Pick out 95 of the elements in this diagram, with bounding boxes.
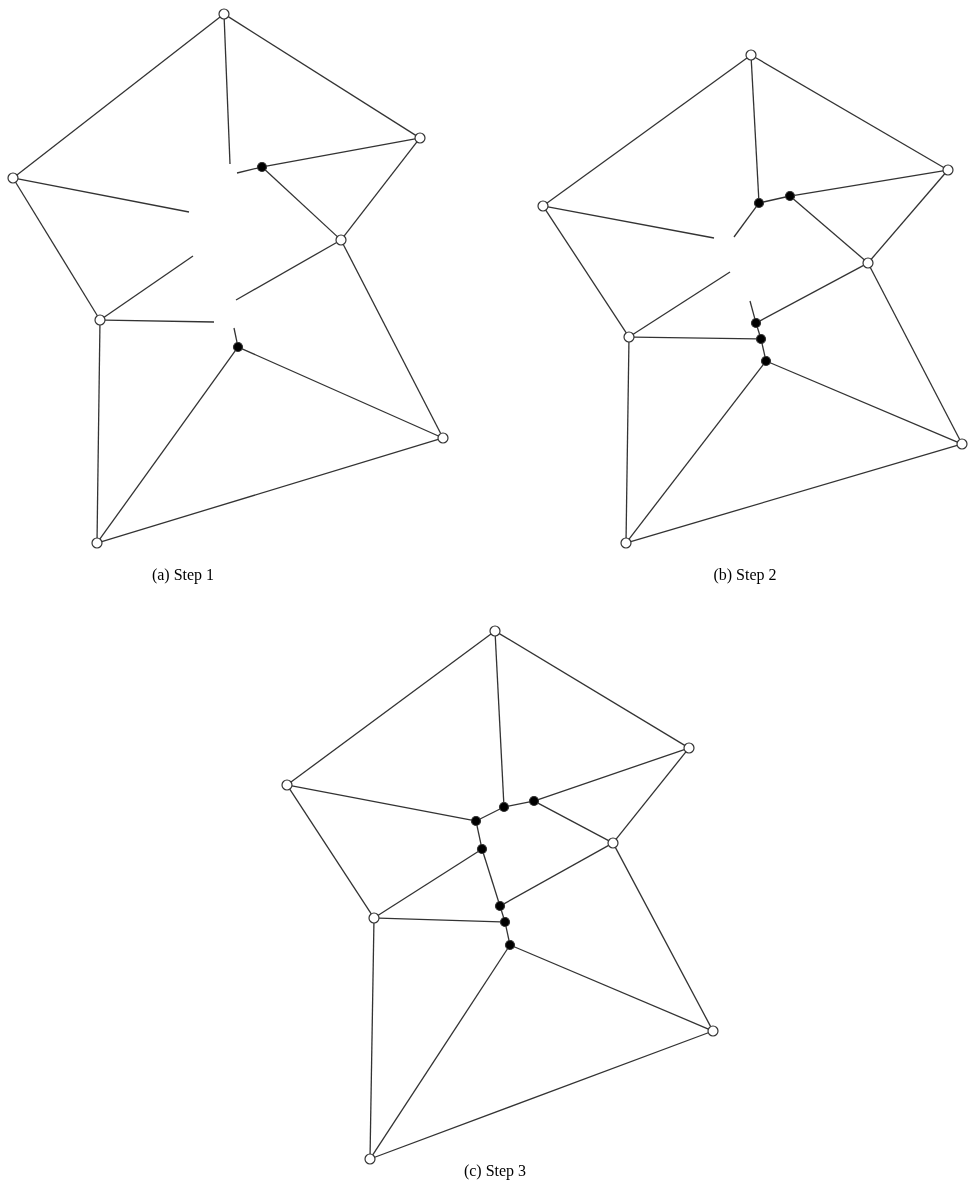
hollow-vertex (368, 912, 380, 924)
graph-edge (769, 362, 959, 443)
graph-edge (482, 852, 500, 903)
graph-edge (378, 917, 502, 923)
hollow-vertex (623, 331, 635, 343)
graph-edge (342, 243, 442, 435)
graph-edge (96, 324, 101, 539)
hollow-vertex (942, 164, 954, 176)
graph-edge (793, 170, 944, 196)
graph-edge (615, 751, 687, 840)
graph-edge (503, 844, 610, 905)
hollow-vertex (218, 8, 230, 20)
graph-edge (227, 16, 417, 136)
graph-edge (759, 264, 865, 322)
graph-edge (630, 444, 958, 543)
graph-edge (750, 59, 760, 200)
filled-vertex (494, 900, 506, 912)
graph-edge (343, 141, 418, 237)
graph-edge (494, 635, 505, 804)
graph-edge (546, 57, 748, 204)
hollow-vertex (364, 1153, 376, 1165)
hollow-vertex (91, 537, 103, 549)
hollow-vertex (862, 257, 874, 269)
graph-edge (291, 785, 473, 821)
dangling-edge (233, 327, 238, 344)
dangling-edge (749, 300, 756, 320)
graph-edge (14, 181, 99, 317)
hollow-vertex (489, 625, 501, 637)
graph-edge (372, 948, 509, 1156)
graph-edge (870, 173, 946, 260)
dangling-edge (632, 271, 731, 335)
graph-edge (101, 438, 439, 543)
subfigure-caption: (a) Step 1 (151, 566, 215, 584)
dangling-edge (104, 319, 215, 323)
subfigure-caption: (b) Step 2 (713, 566, 777, 584)
graph-edge (479, 808, 501, 820)
graph-edge (545, 209, 627, 334)
graph-edge (476, 824, 482, 846)
hollow-vertex (707, 1025, 719, 1037)
filled-vertex (470, 815, 482, 827)
graph-edge (537, 802, 610, 842)
dangling-edge (103, 255, 194, 318)
hollow-vertex (414, 132, 426, 144)
filled-vertex (750, 317, 762, 329)
graph-edge (290, 633, 492, 783)
filled-vertex (476, 843, 488, 855)
graph-edge (289, 788, 372, 915)
graph-edge (374, 1032, 709, 1158)
graph-edge (377, 850, 479, 916)
dangling-edge (547, 206, 715, 239)
graph-edge (16, 16, 221, 176)
hollow-vertex (537, 200, 549, 212)
hollow-vertex (607, 837, 619, 849)
dangling-edge (236, 167, 259, 174)
filled-vertex (256, 161, 268, 173)
hollow-vertex (956, 438, 968, 450)
graph-edge (99, 350, 236, 540)
graph-edge (241, 348, 440, 437)
filled-vertex (784, 190, 796, 202)
graph-edge (628, 363, 764, 540)
filled-vertex (499, 916, 511, 928)
graph-edge (264, 169, 338, 238)
dangling-edge (17, 178, 190, 213)
subfigure-caption: (c) Step 3 (463, 1162, 527, 1180)
hollow-vertex (335, 234, 347, 246)
hollow-vertex (281, 779, 293, 791)
graph-edge (792, 198, 865, 261)
hollow-vertex (437, 432, 449, 444)
dangling-edge (733, 206, 757, 238)
filled-vertex (498, 801, 510, 813)
hollow-vertex (745, 49, 757, 61)
filled-vertex (753, 197, 765, 209)
filled-vertex (504, 939, 516, 951)
dangling-edge (235, 241, 338, 301)
graph-edge (265, 138, 416, 167)
graph-edge (507, 801, 531, 807)
graph-edge (498, 632, 686, 747)
hollow-vertex (94, 314, 106, 326)
graph-edge (754, 56, 945, 169)
hollow-vertex (683, 742, 695, 754)
graph-edge (869, 266, 961, 441)
graph-edge (537, 748, 685, 801)
graph-edge (513, 946, 710, 1030)
graph-edge (633, 336, 758, 340)
graph-edge (369, 922, 375, 1155)
filled-vertex (760, 355, 772, 367)
graph-edge (762, 196, 787, 203)
dangling-edge (223, 18, 231, 165)
filled-vertex (755, 333, 767, 345)
hollow-vertex (7, 172, 19, 184)
graph-edge (625, 341, 630, 539)
graph-edge (614, 846, 712, 1028)
filled-vertex (232, 341, 244, 353)
filled-vertex (528, 795, 540, 807)
hollow-vertex (620, 537, 632, 549)
